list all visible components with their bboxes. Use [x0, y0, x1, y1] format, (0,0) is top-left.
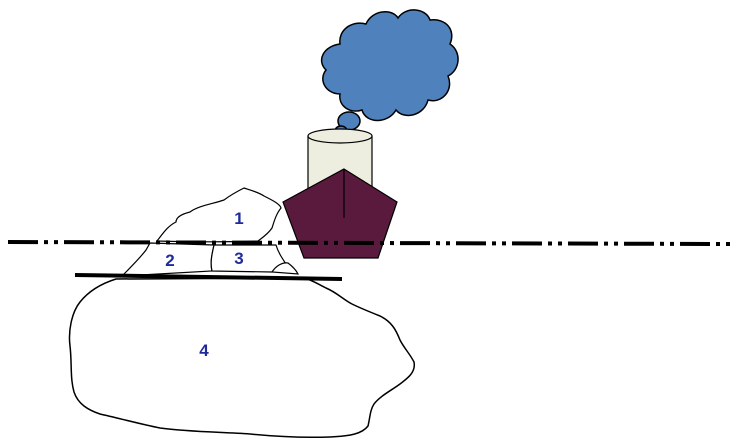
iceberg-region-4 [68, 277, 416, 439]
region-label-3: 3 [234, 249, 243, 268]
ship [282, 168, 398, 259]
smokestack-top [307, 128, 373, 144]
smoke-main-cloud [320, 9, 459, 122]
region-label-4: 4 [199, 341, 209, 360]
iceberg-region-3-chip [270, 262, 300, 275]
waterline-dash-dot [7, 240, 731, 246]
region-label-2: 2 [165, 251, 174, 270]
smoke-cloud [320, 9, 459, 141]
region-label-1: 1 [234, 209, 243, 228]
iceberg-region-1 [155, 187, 282, 243]
ship-hull [282, 168, 398, 259]
lower-reference-line [74, 273, 343, 281]
